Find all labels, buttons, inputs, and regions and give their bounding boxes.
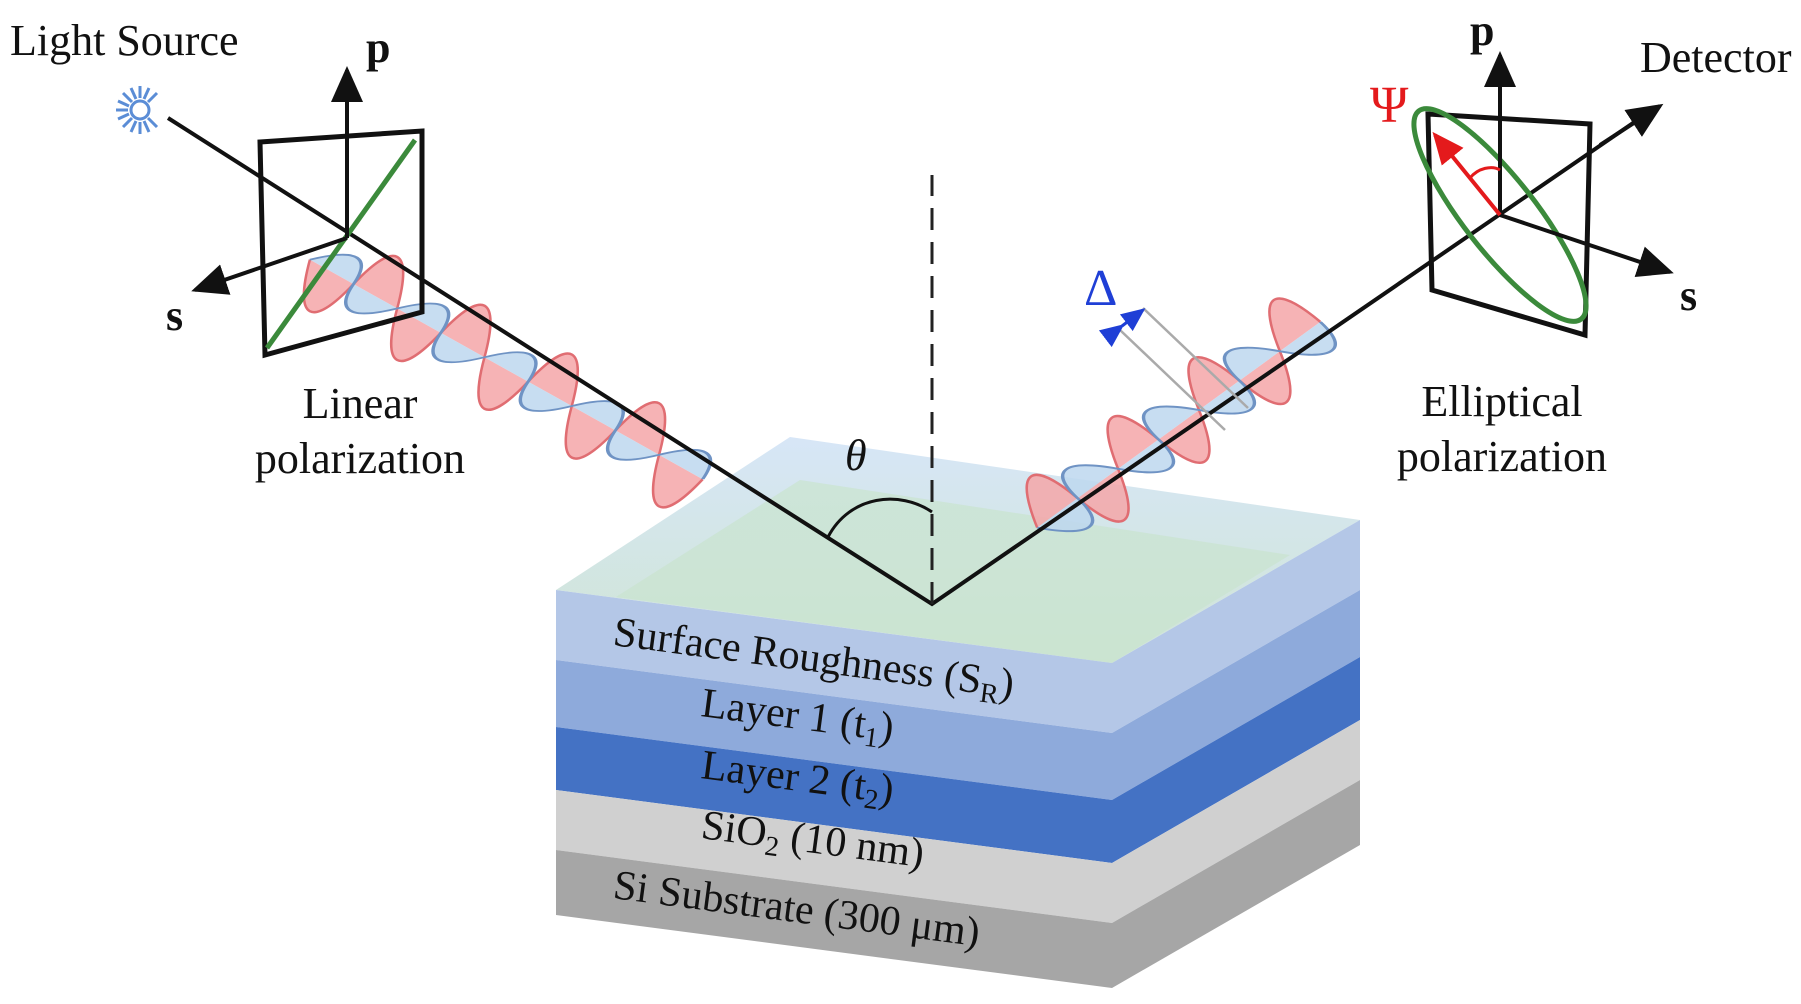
substrate-front	[556, 850, 1112, 988]
layer1-front	[556, 660, 1112, 800]
elliptical-label-line1: Elliptical	[1421, 377, 1582, 426]
sample-top-inner	[616, 480, 1290, 663]
s-label-left: s	[166, 291, 183, 340]
delta-label: Δ	[1084, 260, 1117, 317]
sample-stack: Surface Roughness (SR) Layer 1 (t1) Laye…	[556, 437, 1360, 988]
linear-polarization-line	[264, 138, 418, 350]
reflected-wave-red	[1025, 297, 1322, 529]
psi-arc	[1468, 166, 1501, 180]
polarization-ellipse	[1411, 106, 1589, 324]
s-axis-right	[1499, 213, 1674, 277]
linear-label-line2: polarization	[255, 434, 465, 483]
linear-label-line1: Linear	[303, 379, 418, 428]
incident-wave-blue	[309, 253, 713, 480]
s-axis-left	[191, 236, 348, 295]
layer2-front	[556, 727, 1112, 863]
elliptical-polarizer-frame	[1425, 111, 1593, 339]
light-source-label: Light Source	[10, 16, 239, 65]
psi-arrow	[1432, 131, 1502, 217]
layer2-side	[1112, 657, 1360, 863]
substrate-side	[1112, 780, 1360, 988]
roughness-front	[556, 590, 1112, 733]
sio2-front	[556, 790, 1112, 923]
delta-annotation: Δ	[1084, 260, 1249, 431]
linear-polarizer: p s	[166, 23, 425, 359]
elliptical-label-line2: polarization	[1397, 432, 1607, 481]
theta-label: θ	[845, 431, 867, 480]
p-label-left: p	[366, 23, 390, 72]
p-label-right: p	[1470, 6, 1494, 55]
light-source-icon	[116, 86, 159, 134]
detector-arrow	[1598, 103, 1664, 147]
linear-polarizer-frame	[257, 128, 425, 359]
layer1-side	[1112, 590, 1360, 800]
psi-label: Ψ	[1370, 77, 1409, 134]
detector-label: Detector	[1640, 33, 1792, 82]
s-label-right: s	[1680, 271, 1697, 320]
theta-arc	[826, 497, 933, 538]
sio2-side	[1112, 720, 1360, 923]
roughness-side	[1112, 520, 1360, 733]
elliptical-polarizer: Ψ p s	[1370, 6, 1697, 339]
